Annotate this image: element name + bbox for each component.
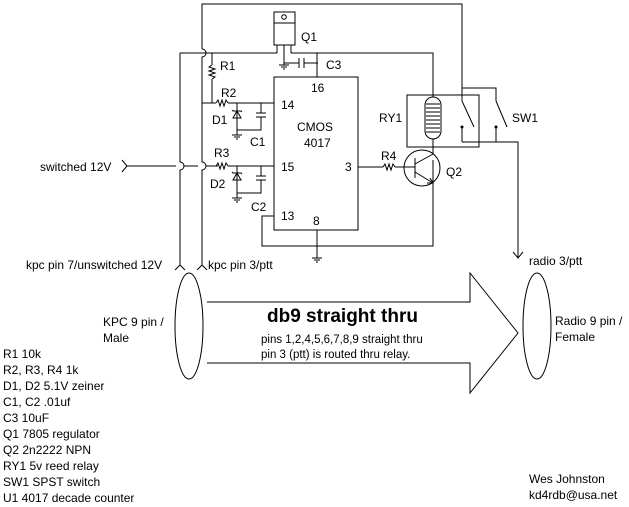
c1-capacitor bbox=[237, 103, 266, 131]
d2-zener bbox=[231, 166, 243, 193]
parts-list-item: Q2 2n2222 NPN bbox=[3, 443, 92, 457]
ic-label-line1: CMOS bbox=[297, 120, 333, 134]
kpc-connector-label-2: Male bbox=[103, 331, 129, 345]
author-email: kd4rdb@usa.net bbox=[529, 488, 618, 502]
q1-ground-icon bbox=[279, 63, 289, 70]
q2-label: Q2 bbox=[446, 165, 462, 179]
parts-list-item: RY1 5v reed relay bbox=[3, 459, 99, 473]
radio-ptt-wire bbox=[462, 141, 524, 259]
kpc-pin7-arrow-icon bbox=[174, 264, 186, 271]
kpc-connector-label-1: KPC 9 pin / bbox=[103, 315, 164, 329]
d2-ground-icon bbox=[232, 193, 242, 203]
switched-12v-label: switched 12V bbox=[40, 160, 111, 174]
kpc-connector bbox=[174, 272, 204, 380]
r3-label: R3 bbox=[214, 146, 230, 160]
kpc-pin3-label: kpc pin 3/ptt bbox=[208, 258, 273, 272]
kpc-pin3-arrow-icon bbox=[196, 264, 208, 271]
arrow-note-2: pin 3 (ptt) is routed thru relay. bbox=[261, 349, 410, 361]
parts-list-item: D1, D2 5.1V zeiner bbox=[3, 379, 105, 393]
author-name: Wes Johnston bbox=[529, 472, 605, 486]
radio-ptt-label: radio 3/ptt bbox=[529, 254, 583, 268]
r4-resistor bbox=[358, 162, 415, 172]
c2-label: C2 bbox=[251, 200, 267, 214]
pin-8-label: 8 bbox=[313, 214, 320, 228]
arrow-note-1: pins 1,2,4,5,6,7,8,9 straight thru bbox=[261, 334, 423, 346]
parts-list-item: R2, R3, R4 1k bbox=[3, 363, 79, 377]
d1-zener bbox=[231, 103, 243, 130]
parts-list-item: C3 10uF bbox=[3, 411, 50, 425]
r2-resistor bbox=[202, 98, 274, 108]
sw1-label: SW1 bbox=[512, 111, 538, 125]
r1-resistor bbox=[207, 53, 217, 103]
r3-resistor bbox=[206, 161, 274, 171]
pin-13-label: 13 bbox=[281, 209, 295, 223]
r4-label: R4 bbox=[381, 149, 397, 163]
ry1-relay bbox=[406, 88, 480, 148]
top-wire bbox=[201, 3, 497, 95]
5v-rail-wire bbox=[291, 52, 434, 97]
parts-list-item: C1, C2 .01uf bbox=[3, 395, 71, 409]
pin-14-label: 14 bbox=[281, 98, 295, 112]
c2-capacitor bbox=[237, 166, 266, 194]
parts-list-item: Q1 7805 regulator bbox=[3, 427, 100, 441]
parts-list: R1 10k R2, R3, R4 1k D1, D2 5.1V zeiner … bbox=[3, 346, 134, 506]
r2-label: R2 bbox=[221, 86, 237, 100]
r1-label: R1 bbox=[220, 59, 236, 73]
c3-capacitor bbox=[284, 58, 318, 68]
q1-label: Q1 bbox=[301, 30, 317, 44]
radio-connector-label-2: Female bbox=[555, 330, 595, 344]
ic-4017 bbox=[273, 76, 359, 231]
radio-connector-label-1: Radio 9 pin / bbox=[555, 314, 623, 328]
kpc-pin7-label: kpc pin 7/unswitched 12V bbox=[26, 258, 162, 272]
db9-arrow bbox=[207, 271, 519, 395]
pin-16-label: 16 bbox=[311, 81, 325, 95]
q2-transistor bbox=[403, 147, 441, 246]
kpc-pin3-wire bbox=[201, 48, 207, 265]
ic-ground-icon bbox=[312, 257, 322, 263]
c1-label: C1 bbox=[250, 135, 266, 149]
parts-list-item: R1 10k bbox=[3, 347, 42, 361]
radio-connector bbox=[522, 272, 552, 380]
pin-15-label: 15 bbox=[281, 160, 295, 174]
d1-label: D1 bbox=[212, 113, 228, 127]
author-block: Wes Johnston kd4rdb@usa.net bbox=[529, 471, 617, 503]
sw1-switch bbox=[494, 95, 508, 142]
pin-3-label: 3 bbox=[345, 160, 352, 174]
arrow-title: db9 straight thru bbox=[267, 306, 418, 327]
q1-regulator bbox=[273, 11, 296, 63]
ic-label-line2: 4017 bbox=[304, 136, 331, 150]
parts-list-item: U1 4017 decade counter bbox=[3, 491, 135, 505]
d2-label: D2 bbox=[210, 177, 226, 191]
c3-label: C3 bbox=[326, 58, 342, 72]
d1-ground-icon bbox=[232, 130, 242, 140]
ry1-label: RY1 bbox=[379, 111, 402, 125]
parts-list-item: SW1 SPST switch bbox=[3, 475, 101, 489]
